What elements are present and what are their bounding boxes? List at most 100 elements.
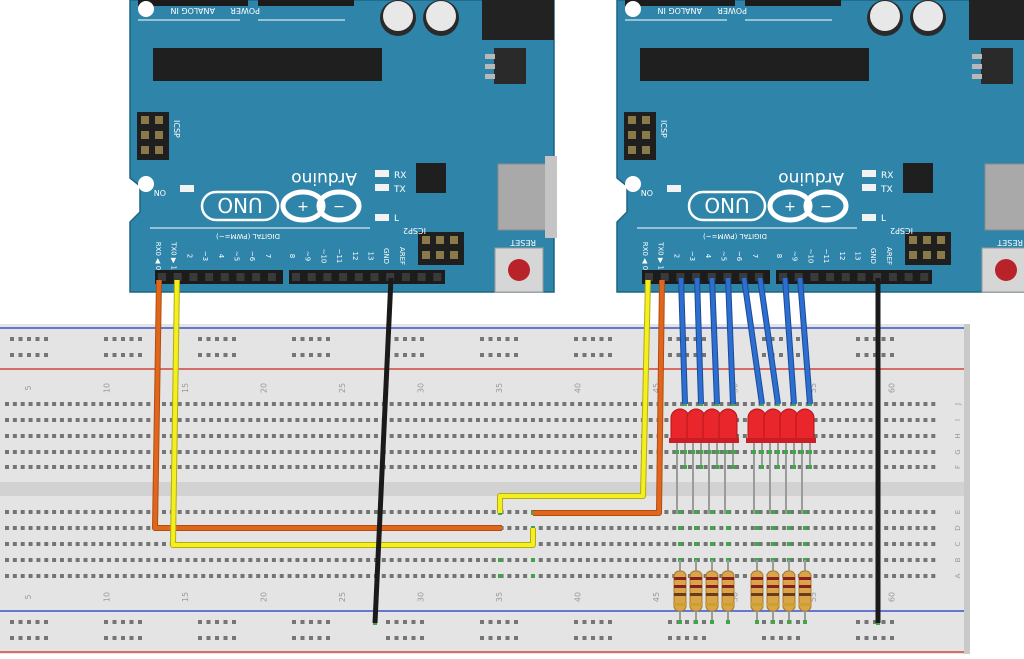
breadboard-hole[interactable] bbox=[75, 526, 80, 530]
breadboard-hole[interactable] bbox=[656, 558, 661, 562]
rail-hole[interactable] bbox=[873, 353, 877, 357]
breadboard-hole[interactable] bbox=[44, 434, 49, 438]
rail-hole[interactable] bbox=[138, 353, 142, 357]
breadboard-hole[interactable] bbox=[91, 450, 96, 454]
breadboard-hole[interactable] bbox=[829, 510, 834, 514]
breadboard-hole[interactable] bbox=[703, 510, 708, 514]
breadboard-hole[interactable] bbox=[162, 418, 166, 422]
breadboard-hole[interactable] bbox=[428, 402, 433, 406]
breadboard-hole[interactable] bbox=[915, 526, 920, 530]
breadboard-hole[interactable] bbox=[319, 574, 323, 578]
breadboard-hole[interactable] bbox=[122, 465, 127, 469]
breadboard-hole[interactable] bbox=[790, 510, 794, 514]
breadboard-hole[interactable] bbox=[295, 450, 300, 454]
breadboard-hole[interactable] bbox=[114, 542, 119, 546]
breadboard-hole[interactable] bbox=[852, 558, 857, 562]
rail-hole[interactable] bbox=[864, 337, 869, 341]
header-socket[interactable] bbox=[189, 273, 198, 281]
breadboard-hole[interactable] bbox=[892, 450, 897, 454]
breadboard-hole[interactable] bbox=[12, 558, 17, 562]
breadboard-hole[interactable] bbox=[578, 558, 583, 562]
breadboard-hole[interactable] bbox=[774, 526, 779, 530]
red-led[interactable] bbox=[670, 408, 690, 443]
breadboard-hole[interactable] bbox=[366, 558, 371, 562]
rail-hole[interactable] bbox=[693, 636, 698, 640]
breadboard-hole[interactable] bbox=[12, 450, 17, 454]
breadboard-hole[interactable] bbox=[923, 450, 928, 454]
breadboard-hole[interactable] bbox=[436, 418, 441, 422]
breadboard-hole[interactable] bbox=[515, 510, 520, 514]
breadboard-hole[interactable] bbox=[405, 558, 410, 562]
breadboard-hole[interactable] bbox=[397, 402, 402, 406]
breadboard-hole[interactable] bbox=[468, 574, 473, 578]
breadboard-hole[interactable] bbox=[499, 418, 504, 422]
breadboard-hole[interactable] bbox=[860, 510, 865, 514]
breadboard-hole[interactable] bbox=[507, 465, 512, 469]
breadboard-hole[interactable] bbox=[138, 526, 143, 530]
breadboard-hole[interactable] bbox=[20, 465, 25, 469]
breadboard-hole[interactable] bbox=[358, 418, 363, 422]
breadboard-hole[interactable] bbox=[609, 574, 614, 578]
breadboard-hole[interactable] bbox=[585, 526, 590, 530]
breadboard-hole[interactable] bbox=[146, 465, 151, 469]
breadboard-hole[interactable] bbox=[342, 510, 347, 514]
breadboard-hole[interactable] bbox=[609, 418, 614, 422]
breadboard-hole[interactable] bbox=[91, 510, 96, 514]
breadboard-hole[interactable] bbox=[138, 510, 143, 514]
breadboard-hole[interactable] bbox=[428, 450, 433, 454]
breadboard-hole[interactable] bbox=[428, 574, 433, 578]
breadboard-hole[interactable] bbox=[311, 465, 316, 469]
breadboard-hole[interactable] bbox=[350, 418, 355, 422]
breadboard-hole[interactable] bbox=[264, 558, 269, 562]
rail-hole[interactable] bbox=[856, 353, 860, 357]
breadboard-hole[interactable] bbox=[852, 450, 857, 454]
breadboard-hole[interactable] bbox=[742, 558, 747, 562]
breadboard-hole[interactable] bbox=[593, 558, 598, 562]
rail-hole[interactable] bbox=[232, 353, 236, 357]
rail-hole[interactable] bbox=[35, 337, 40, 341]
rail-hole[interactable] bbox=[10, 636, 14, 640]
header-socket[interactable] bbox=[205, 273, 214, 281]
breadboard-hole[interactable] bbox=[114, 558, 119, 562]
breadboard-hole[interactable] bbox=[444, 402, 449, 406]
breadboard-hole[interactable] bbox=[507, 526, 512, 530]
breadboard-hole[interactable] bbox=[350, 558, 355, 562]
breadboard-hole[interactable] bbox=[28, 418, 33, 422]
breadboard-hole[interactable] bbox=[334, 434, 339, 438]
breadboard-hole[interactable] bbox=[633, 526, 637, 530]
rail-hole[interactable] bbox=[514, 337, 518, 341]
breadboard-hole[interactable] bbox=[907, 558, 912, 562]
breadboard-hole[interactable] bbox=[821, 450, 826, 454]
breadboard-hole[interactable] bbox=[884, 510, 889, 514]
rail-hole[interactable] bbox=[668, 337, 672, 341]
breadboard-hole[interactable] bbox=[413, 418, 418, 422]
breadboard-hole[interactable] bbox=[177, 465, 182, 469]
breadboard-hole[interactable] bbox=[452, 450, 457, 454]
rail-hole[interactable] bbox=[505, 353, 510, 357]
breadboard-hole[interactable] bbox=[193, 574, 198, 578]
breadboard-hole[interactable] bbox=[279, 418, 284, 422]
rail-hole[interactable] bbox=[44, 337, 48, 341]
breadboard-hole[interactable] bbox=[358, 574, 363, 578]
breadboard-hole[interactable] bbox=[476, 574, 480, 578]
breadboard-hole[interactable] bbox=[12, 434, 17, 438]
breadboard-hole[interactable] bbox=[311, 418, 316, 422]
rail-hole[interactable] bbox=[881, 337, 886, 341]
breadboard-hole[interactable] bbox=[5, 558, 9, 562]
breadboard-hole[interactable] bbox=[837, 542, 842, 546]
rail-hole[interactable] bbox=[403, 636, 407, 640]
breadboard-hole[interactable] bbox=[122, 542, 127, 546]
breadboard-hole[interactable] bbox=[648, 542, 653, 546]
breadboard-hole[interactable] bbox=[884, 402, 889, 406]
breadboard-hole[interactable] bbox=[397, 558, 402, 562]
breadboard-hole[interactable] bbox=[36, 558, 41, 562]
breadboard-hole[interactable] bbox=[44, 542, 49, 546]
breadboard-hole[interactable] bbox=[468, 510, 473, 514]
breadboard-hole[interactable] bbox=[248, 558, 253, 562]
breadboard-hole[interactable] bbox=[923, 418, 928, 422]
breadboard-hole[interactable] bbox=[837, 418, 842, 422]
breadboard-hole[interactable] bbox=[36, 574, 41, 578]
breadboard-hole[interactable] bbox=[421, 558, 426, 562]
breadboard-hole[interactable] bbox=[177, 450, 182, 454]
header-socket[interactable] bbox=[660, 273, 669, 281]
